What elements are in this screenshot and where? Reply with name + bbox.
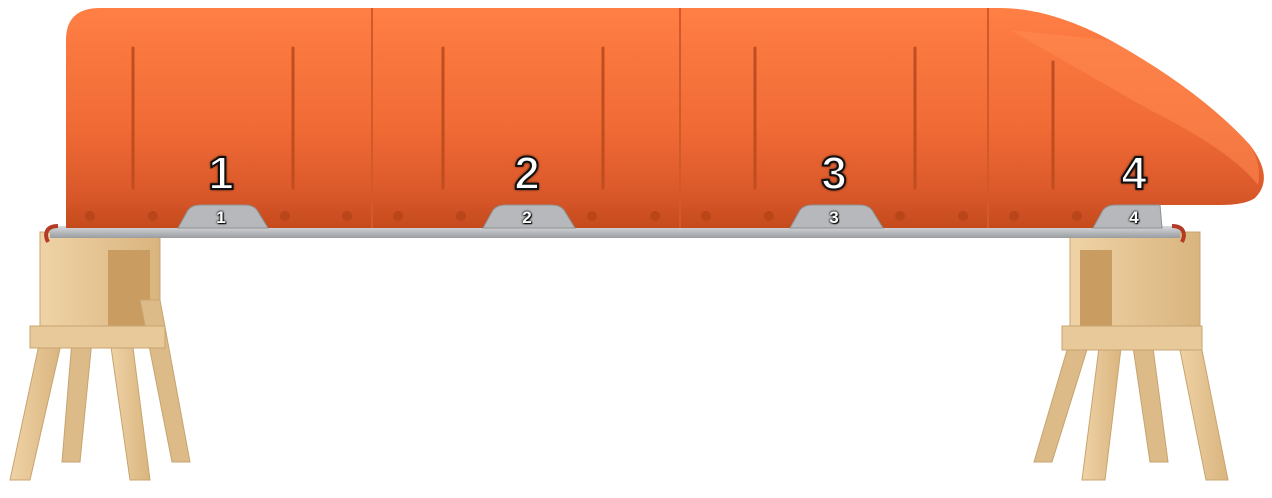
base-rail [44, 224, 1186, 243]
pod-number-4: 4 [1120, 147, 1148, 199]
pod-number-2: 2 [513, 147, 541, 199]
sawhorse-right [1033, 231, 1229, 481]
pod-shell [66, 8, 1264, 229]
pod-number-1: 1 [207, 147, 235, 199]
sawhorse-left [9, 231, 191, 481]
bogie-label-2: 2 [522, 208, 532, 227]
bogie-label-1: 1 [216, 208, 226, 227]
bogie-label-4: 4 [1129, 208, 1139, 227]
bogie-label-3: 3 [829, 208, 839, 227]
pod-number-3: 3 [820, 147, 848, 199]
